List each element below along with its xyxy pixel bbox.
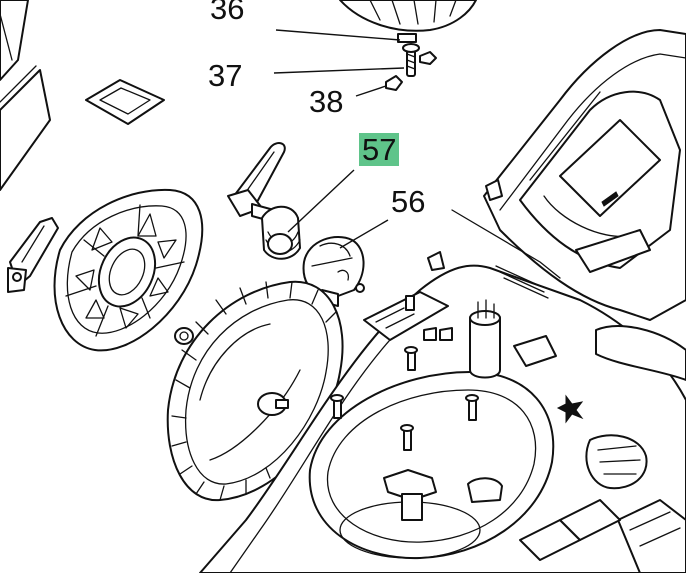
height-lever: [227, 142, 286, 223]
callout-37[interactable]: 37: [208, 58, 243, 93]
wheel-hub-left: [53, 188, 204, 352]
square-gasket: [85, 79, 165, 125]
washer: [174, 327, 194, 345]
spring-57: [261, 205, 301, 260]
bolts: [330, 346, 479, 451]
nut-38: [385, 75, 403, 91]
side-panel-fragment: [0, 0, 51, 191]
screw-37: [402, 43, 420, 77]
fan-fragment: [339, 0, 477, 43]
height-knob-56: [302, 236, 365, 307]
callout-36[interactable]: 36: [210, 0, 245, 26]
nut-37b: [419, 51, 437, 65]
leader-lines: [273, 29, 405, 249]
mower-deck: [199, 251, 686, 573]
left-hook-bracket: [7, 217, 59, 293]
grass-catcher: [451, 29, 686, 381]
callout-57-highlighted[interactable]: 57: [359, 133, 400, 166]
callout-56[interactable]: 56: [391, 184, 426, 219]
callout-38[interactable]: 38: [309, 84, 344, 119]
